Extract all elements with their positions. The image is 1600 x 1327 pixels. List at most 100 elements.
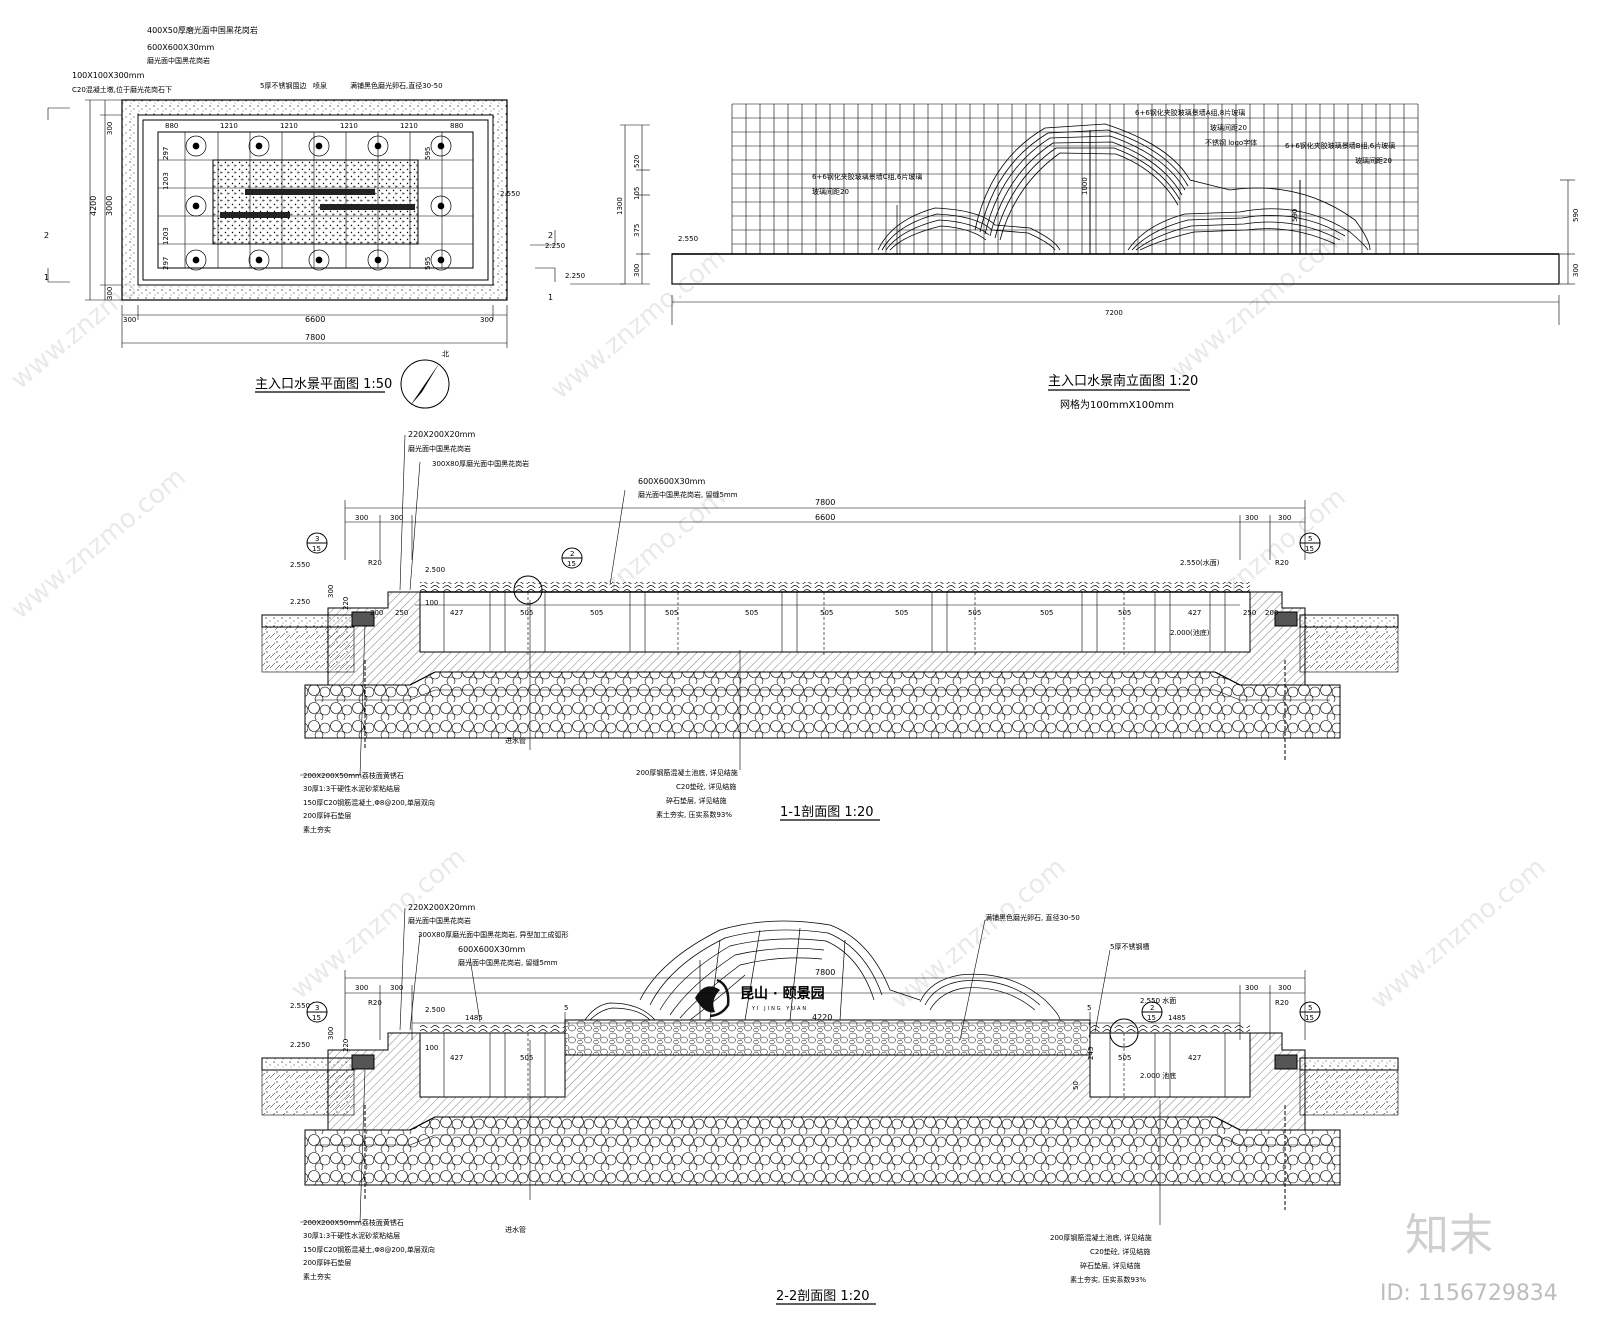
plan-note: 满铺黑色磨光卵石,直径30-50	[350, 81, 443, 90]
watermark-brand: 知末 ID: 1156729834	[1380, 1210, 1558, 1306]
sec2-level: 2.500	[425, 1006, 445, 1014]
fountain-nozzles	[185, 135, 452, 271]
pedestals	[443, 592, 1226, 652]
plan-dim: 4200	[89, 196, 98, 216]
watermark-site: www.znzmo.com	[5, 462, 191, 625]
callout-sheet: 15	[567, 560, 576, 568]
sec2-note: 600X600X30mm	[458, 945, 525, 954]
sec2-dim: 5	[1087, 1004, 1091, 1012]
sec2-dim: 7800	[815, 968, 835, 977]
plan-note: 喷泉	[313, 81, 327, 90]
sec1-note: 磨光面中国黑花岗岩	[408, 444, 471, 453]
sec1-layer-note: 素土夯实, 压实系数93%	[656, 810, 732, 819]
sec1-note: 600X600X30mm	[638, 477, 705, 486]
sec2-dim: R20	[1275, 999, 1289, 1007]
elev-dim: 375	[633, 224, 641, 237]
plan-note: 100X100X300mm	[72, 71, 145, 80]
plan-dim: 1203	[162, 227, 170, 245]
sec1-dim: 505	[820, 609, 833, 617]
callout-num: 5	[1308, 1004, 1312, 1012]
callout-num: 3	[315, 1004, 319, 1012]
section-mark: 2	[44, 231, 49, 240]
elevation-title: 主入口水景南立面图 1:20	[1048, 373, 1198, 389]
callout-sheet: 15	[1147, 1014, 1156, 1022]
section-2-2: 昆山 · 颐景园 YI JING YUAN	[261, 903, 1399, 1305]
sec1-dim: 100	[425, 599, 438, 607]
sec2-level: 2.550	[290, 1002, 310, 1010]
sec2-dim: 300	[1245, 984, 1258, 992]
sec1-note: 磨光面中国黑花岗岩, 留缝5mm	[638, 490, 738, 499]
elev-note: 6+6钢化夹胶玻璃景墙B组,6片玻璃	[1285, 141, 1395, 150]
sec1-dim: 300	[1278, 514, 1291, 522]
elev-note: 6+6钢化夹胶玻璃景墙A组,8片玻璃	[1135, 108, 1245, 117]
stone-sculpture	[584, 920, 1061, 1021]
sec2-layer-note: C20垫砼, 详见结施	[1090, 1247, 1150, 1256]
pipe-label: 进水管	[505, 1225, 526, 1234]
plan-dim: 1203	[162, 172, 170, 190]
plan-dim: 297	[162, 147, 170, 160]
sec1-level: 2.550(水面)	[1180, 558, 1220, 567]
sec1-dim: 250	[1243, 609, 1256, 617]
sec1-dim: 505	[665, 609, 678, 617]
sec2-layer-note: 30厚1:3干硬性水泥砂浆粘结层	[303, 1231, 400, 1240]
sec2-dim: 300	[355, 984, 368, 992]
elev-level: 2.550	[678, 235, 698, 243]
elev-dim: 1000	[1081, 177, 1089, 195]
elev-dim: 520	[633, 155, 641, 168]
elev-note: 玻璃间距20	[1210, 123, 1247, 132]
plan-dim: 3000	[105, 196, 114, 216]
plan-level: 2.550	[500, 190, 520, 198]
plan-view: 400X50厚磨光面中国黑花岗岩 600X600X30mm 磨光面中国黑花岗岩 …	[44, 25, 565, 409]
sec1-dim: 6600	[815, 513, 835, 522]
elev-dim: 300	[1572, 264, 1580, 277]
plan-dim: 595	[424, 257, 432, 270]
watermark-site: www.znzmo.com	[885, 852, 1071, 1015]
callout-sheet: 15	[312, 1014, 321, 1022]
callout-num: 2	[570, 550, 574, 558]
watermark-site: www.znzmo.com	[1365, 852, 1551, 1015]
sec1-dim: 250	[395, 609, 408, 617]
sec1-dim: 200	[1265, 609, 1278, 617]
sec2-dim: 427	[1188, 1054, 1201, 1062]
north-label: 北	[442, 350, 449, 358]
plan-dim: 1210	[340, 122, 358, 130]
elev-note: 玻璃间距20	[1355, 156, 1392, 165]
callout-sheet: 15	[1305, 1014, 1314, 1022]
sec2-layer-note: 200厚钢筋混凝土池底, 详见结施	[1050, 1233, 1152, 1242]
sec1-dim: 505	[745, 609, 758, 617]
section-mark: 2	[548, 231, 553, 240]
sec2-layer-note: 200厚碎石垫层	[303, 1258, 351, 1267]
plan-dim: 297	[162, 257, 170, 270]
sec1-layer-note: 200厚钢筋混凝土池底, 详见结施	[636, 768, 738, 777]
detail-callouts	[306, 532, 1321, 569]
sec1-layer-note: 200厚碎石垫层	[303, 811, 351, 820]
sec2-dim: 220	[342, 1039, 350, 1052]
sec1-dim: R20	[1275, 559, 1289, 567]
plan-dim: 300	[123, 316, 136, 324]
sec1-dim: 300	[355, 514, 368, 522]
sec2-dim: 505	[520, 1054, 533, 1062]
sec2-layer-note: 200X200X50mm荔枝面黄锈石	[303, 1218, 404, 1227]
elev-dim: 590	[1572, 209, 1580, 222]
sec2-dim: 505	[1118, 1054, 1131, 1062]
sec1-layer-note: C20垫砼, 详见结施	[676, 782, 736, 791]
watermark-brand-text: 知末	[1405, 1210, 1493, 1261]
elev-note: 玻璃间距20	[812, 187, 849, 196]
section2-title: 2-2剖面图 1:20	[776, 1289, 870, 1304]
callout-num: 3	[315, 535, 319, 543]
sec1-layer-note: 碎石垫层, 详见结施	[666, 796, 726, 805]
sec1-dim: 505	[968, 609, 981, 617]
sec2-note: 300X80厚磨光面中国黑花岗岩, 异型加工成弧形	[418, 930, 569, 939]
sec2-dim: 300	[1278, 984, 1291, 992]
section-mark: 1	[44, 273, 49, 282]
sec1-note: 300X80厚磨光面中国黑花岗岩	[432, 459, 529, 468]
callout-num: 2	[1150, 1004, 1154, 1012]
elevation-subtitle: 网格为100mmX100mm	[1060, 398, 1174, 411]
sec1-dim: R20	[368, 559, 382, 567]
plan-dim: 6600	[305, 315, 325, 324]
elev-dim: 590	[1291, 209, 1299, 222]
plan-dim: 300	[106, 122, 114, 135]
sec2-dim: 50	[1072, 1081, 1080, 1090]
plan-dim: 7800	[305, 333, 325, 342]
